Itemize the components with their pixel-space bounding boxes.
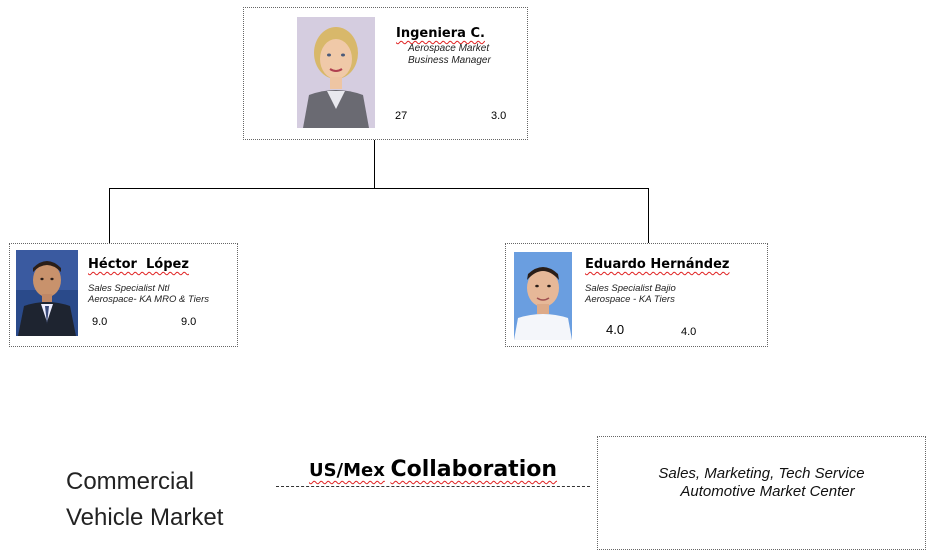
metric-right-right: 4.0 bbox=[681, 326, 697, 338]
person-name-left: Héctor López bbox=[88, 257, 189, 272]
cv-line-2: Vehicle Market bbox=[66, 504, 224, 531]
org-node-right: Eduardo Hernández Sales Specialist Bajio… bbox=[505, 243, 768, 347]
person-name-top: Ingeniera C. bbox=[396, 26, 485, 41]
automotive-market-box: Sales, Marketing, Tech Service Automotiv… bbox=[597, 436, 926, 550]
title-line-1: Sales Specialist Bajio bbox=[585, 283, 676, 294]
person-title-top: Aerospace Market Business Manager bbox=[408, 43, 491, 67]
profile-photo-left bbox=[16, 250, 78, 336]
side-line-1: Sales, Marketing, Tech Service bbox=[658, 465, 865, 482]
person-name-right: Eduardo Hernández bbox=[585, 257, 730, 272]
person-title-right: Sales Specialist Bajio Aerospace - KA Ti… bbox=[585, 283, 676, 305]
collab-prefix: US/Mex bbox=[308, 460, 385, 481]
connector-horizontal bbox=[109, 188, 649, 189]
profile-photo-right bbox=[514, 252, 572, 340]
person-title-left: Sales Specialist Ntl Aerospace- KA MRO &… bbox=[88, 283, 209, 305]
org-node-left: Héctor López Sales Specialist Ntl Aerosp… bbox=[9, 243, 238, 347]
collaboration-heading: US/Mex Collaboration bbox=[276, 457, 590, 487]
profile-photo-top bbox=[297, 17, 375, 128]
title-line-1: Sales Specialist Ntl bbox=[88, 283, 170, 294]
automotive-market-text: Sales, Marketing, Tech Service Automotiv… bbox=[598, 465, 925, 501]
metric-right-left: 9.0 bbox=[181, 316, 197, 328]
cv-line-1: Commercial bbox=[66, 468, 195, 495]
title-line-1: Aerospace Market bbox=[408, 43, 490, 54]
metric-right-top: 3.0 bbox=[491, 110, 507, 122]
connector-top-vertical bbox=[374, 139, 375, 189]
metric-left-right: 4.0 bbox=[606, 322, 625, 337]
commercial-vehicle-label: Commercial Vehicle Market bbox=[66, 464, 223, 536]
collab-main: Collaboration bbox=[390, 457, 558, 482]
title-line-2: Business Manager bbox=[408, 55, 491, 66]
org-node-top: Ingeniera C. Aerospace Market Business M… bbox=[243, 7, 528, 140]
connector-left-vertical bbox=[109, 188, 110, 243]
side-line-2: Automotive Market Center bbox=[680, 483, 855, 500]
title-line-2: Aerospace- KA MRO & Tiers bbox=[88, 294, 209, 305]
connector-right-vertical bbox=[648, 188, 649, 243]
metric-left-left: 9.0 bbox=[92, 316, 108, 328]
metric-left-top: 27 bbox=[395, 110, 408, 122]
title-line-2: Aerospace - KA Tiers bbox=[585, 294, 675, 305]
